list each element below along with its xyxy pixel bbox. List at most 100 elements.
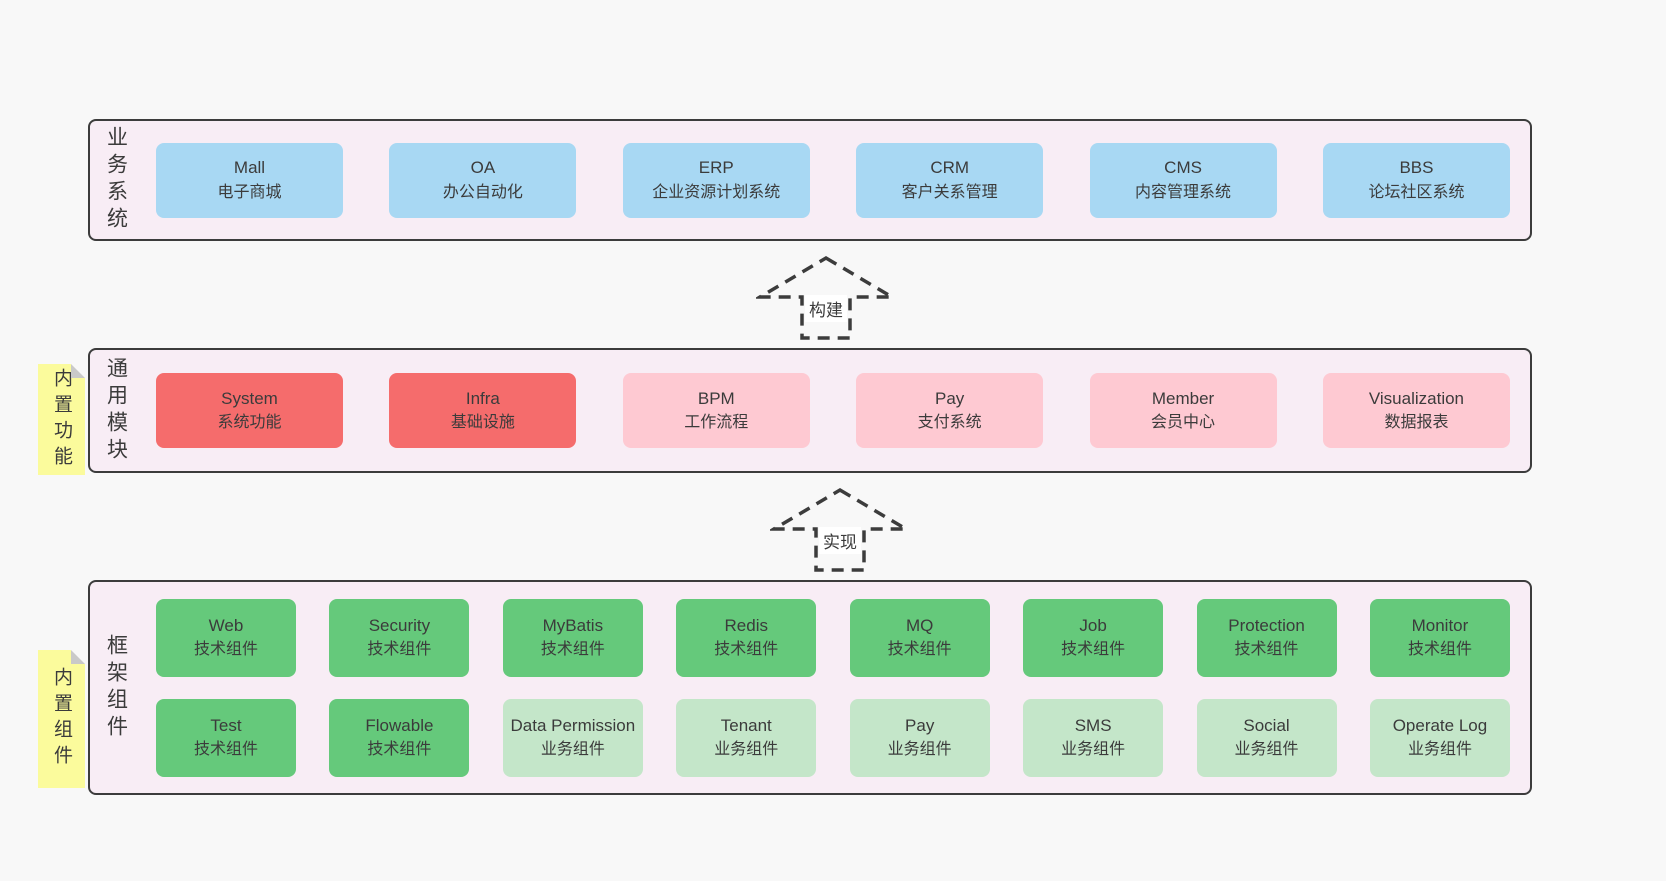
box-subtitle: 客户关系管理: [901, 183, 998, 201]
box-erp: ERP 企业资源计划系统: [622, 142, 810, 218]
box-mybatis: MyBatis 技术组件: [502, 598, 643, 677]
box-title: Job: [1079, 615, 1107, 635]
panel-framework-label: 框架组件: [104, 633, 128, 742]
sticky-fold-corner: [71, 364, 85, 378]
box-title: MQ: [905, 615, 934, 635]
box-oa: OA 办公自动化: [389, 142, 577, 218]
box-title: Social: [1243, 715, 1290, 735]
box-title: Monitor: [1411, 615, 1469, 635]
business-boxes: Mall 电子商城 OA 办公自动化 ERP 企业资源计划系统 CRM 客户关系…: [142, 142, 1530, 218]
box-subtitle: 业务组件: [714, 741, 779, 759]
panel-side-label: 通用模块: [90, 350, 142, 471]
box-monitor: Monitor 技术组件: [1369, 598, 1510, 677]
panel-common-modules: 通用模块 System 系统功能 Infra 基础设施 BPM 工作流程 Pay…: [88, 348, 1532, 473]
box-subtitle: 业务组件: [887, 741, 952, 759]
box-cms: CMS 内容管理系统: [1089, 142, 1277, 218]
module-boxes: System 系统功能 Infra 基础设施 BPM 工作流程 Pay 支付系统…: [142, 373, 1530, 448]
panel-side-label: 业务系统: [90, 121, 142, 239]
panel-business-label: 业务系统: [104, 126, 128, 234]
box-social: Social 业务组件: [1196, 698, 1337, 777]
box-subtitle: 支付系统: [917, 414, 982, 432]
sticky-note-label: 内置组件: [51, 667, 72, 771]
box-protection: Protection 技术组件: [1196, 598, 1337, 677]
panel-modules-label: 通用模块: [104, 356, 128, 465]
box-operate-log: Operate Log 业务组件: [1369, 698, 1510, 777]
box-title: Test: [210, 715, 242, 735]
up-block-arrow-icon: [770, 487, 910, 572]
box-member: Member 会员中心: [1089, 373, 1277, 448]
box-subtitle: 业务组件: [1234, 741, 1299, 759]
arrow-build-label: 构建: [805, 295, 847, 322]
box-title: Tenant: [720, 715, 772, 735]
box-pay-module: Pay 支付系统: [856, 373, 1044, 448]
box-title: Data Permission: [510, 715, 636, 735]
box-tenant: Tenant 业务组件: [676, 698, 817, 777]
box-infra: Infra 基础设施: [389, 373, 577, 448]
box-subtitle: 电子商城: [217, 183, 282, 201]
box-bpm: BPM 工作流程: [622, 373, 810, 448]
sticky-note-builtin-features: 内置功能: [38, 364, 85, 475]
panel-business-systems: 业务系统 Mall 电子商城 OA 办公自动化 ERP 企业资源计划系统 CRM…: [88, 119, 1532, 241]
box-title: Member: [1151, 388, 1215, 408]
framework-row-1: Web 技术组件 Security 技术组件 MyBatis 技术组件 Redi…: [156, 598, 1510, 677]
box-title: Infra: [465, 388, 500, 408]
sticky-note-label: 内置功能: [51, 367, 72, 472]
box-mq: MQ 技术组件: [849, 598, 990, 677]
arrow-implement-label: 实现: [819, 527, 861, 554]
box-title: Pay: [935, 388, 965, 408]
box-job: Job 技术组件: [1023, 598, 1164, 677]
box-title: MyBatis: [542, 615, 604, 635]
box-subtitle: 技术组件: [367, 641, 432, 659]
box-title: BBS: [1399, 158, 1434, 178]
box-title: Protection: [1228, 615, 1305, 635]
framework-row-2: Test 技术组件 Flowable 技术组件 Data Permission …: [156, 698, 1510, 777]
up-block-arrow-icon: [756, 255, 896, 340]
box-title: Flowable: [365, 715, 434, 735]
box-title: OA: [470, 158, 496, 178]
box-subtitle: 技术组件: [367, 741, 432, 759]
box-subtitle: 业务组件: [1061, 741, 1126, 759]
box-title: System: [221, 388, 278, 408]
box-flowable: Flowable 技术组件: [329, 698, 470, 777]
box-title: Operate Log: [1392, 715, 1488, 735]
box-visualization: Visualization 数据报表: [1322, 373, 1510, 448]
box-subtitle: 会员中心: [1151, 414, 1216, 432]
box-subtitle: 基础设施: [450, 414, 515, 432]
box-data-permission: Data Permission 业务组件: [502, 698, 643, 777]
box-subtitle: 数据报表: [1384, 414, 1449, 432]
arrow-build: 构建: [756, 255, 896, 341]
box-title: Mall: [233, 158, 266, 178]
box-title: BPM: [697, 388, 735, 408]
box-title: Web: [208, 615, 244, 635]
box-title: Pay: [905, 715, 935, 735]
box-subtitle: 技术组件: [193, 641, 258, 659]
box-title: CMS: [1164, 158, 1202, 178]
box-redis: Redis 技术组件: [676, 598, 817, 677]
box-subtitle: 技术组件: [1061, 641, 1126, 659]
panel-side-label: 框架组件: [90, 582, 142, 793]
box-web: Web 技术组件: [156, 598, 296, 677]
box-subtitle: 办公自动化: [442, 183, 523, 201]
framework-boxes: Web 技术组件 Security 技术组件 MyBatis 技术组件 Redi…: [142, 598, 1530, 777]
box-subtitle: 系统功能: [217, 414, 282, 432]
box-title: ERP: [698, 158, 734, 178]
box-pay-component: Pay 业务组件: [849, 698, 990, 777]
box-system: System 系统功能: [156, 373, 343, 448]
arrow-implement: 实现: [770, 487, 910, 573]
box-subtitle: 业务组件: [1407, 741, 1472, 759]
box-subtitle: 技术组件: [1234, 641, 1299, 659]
sticky-note-builtin-components: 内置组件: [38, 650, 85, 788]
box-subtitle: 技术组件: [887, 641, 952, 659]
box-subtitle: 工作流程: [684, 414, 749, 432]
box-subtitle: 技术组件: [714, 641, 779, 659]
box-crm: CRM 客户关系管理: [856, 142, 1044, 218]
box-security: Security 技术组件: [329, 598, 470, 677]
box-subtitle: 技术组件: [540, 641, 605, 659]
box-sms: SMS 业务组件: [1023, 698, 1164, 777]
box-subtitle: 技术组件: [1407, 641, 1472, 659]
box-title: Visualization: [1368, 388, 1465, 408]
box-test: Test 技术组件: [156, 698, 296, 777]
sticky-fold-corner: [71, 650, 85, 664]
box-subtitle: 企业资源计划系统: [652, 183, 781, 201]
box-mall: Mall 电子商城: [156, 142, 343, 218]
